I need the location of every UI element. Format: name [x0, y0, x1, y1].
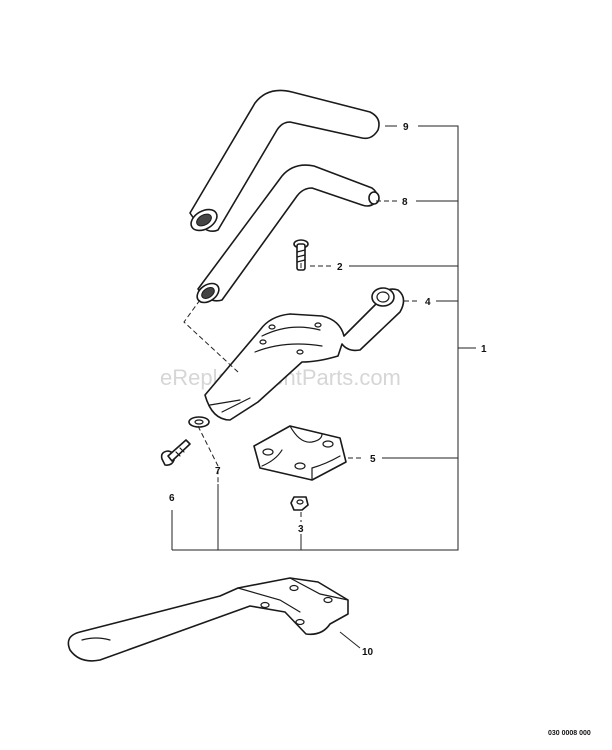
callout-3: 3: [298, 524, 304, 535]
part-10-lower-handle: [67, 577, 349, 662]
part-8-lower-grip: [196, 164, 380, 304]
part-5-clamp: [253, 425, 347, 481]
part-9-upper-grip: [189, 89, 380, 232]
callout-4: 4: [425, 297, 431, 308]
part-7-washer: [188, 416, 210, 428]
drawing-code: 030 0008 000: [548, 730, 591, 737]
callout-10: 10: [362, 647, 374, 658]
leader-lines: [171, 125, 476, 649]
callout-6: 6: [169, 493, 175, 504]
callout-2: 2: [337, 262, 343, 273]
part-4-handle-bracket: [204, 287, 405, 421]
assembly-dash-line-grip: [183, 299, 239, 373]
callout-1: 1: [481, 344, 487, 355]
callout-5: 5: [370, 454, 376, 465]
part-2-screw: [293, 239, 309, 271]
callout-8: 8: [402, 197, 408, 208]
part-3-nut: [290, 496, 309, 511]
part-6-bolt: [160, 439, 191, 466]
callout-9: 9: [403, 122, 409, 133]
assembly-dash-line-washer: [197, 425, 219, 550]
callout-7: 7: [215, 466, 221, 477]
